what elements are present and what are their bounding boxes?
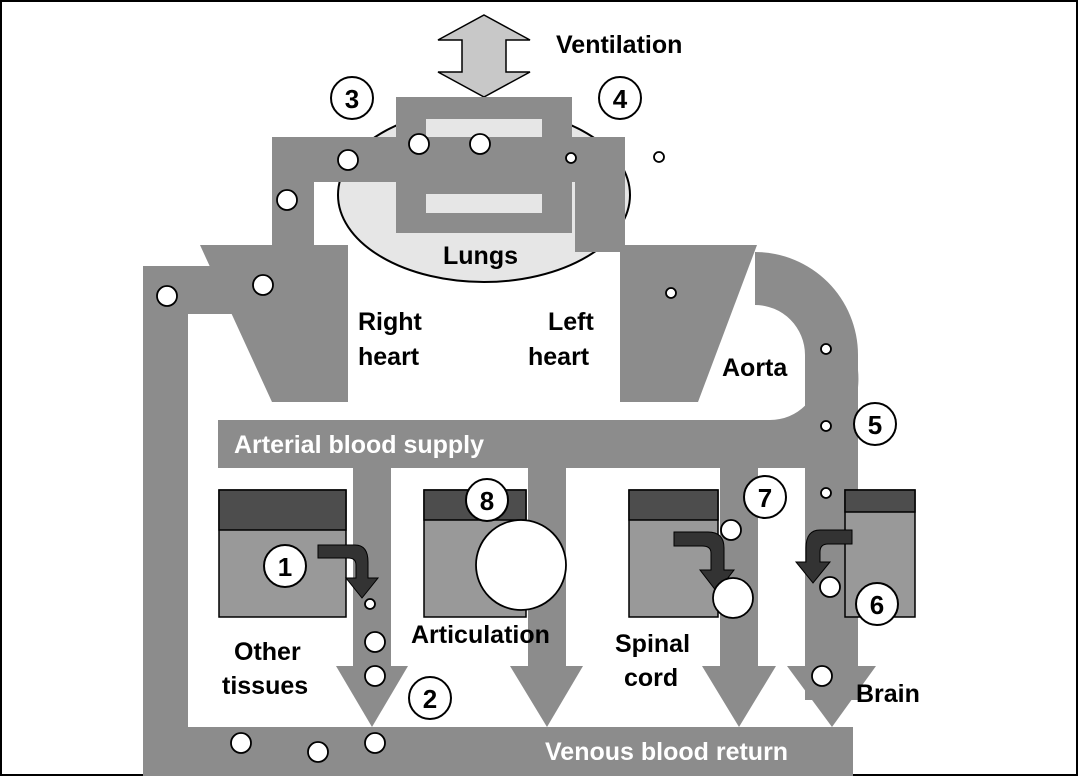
- lung-loop-bottom: [396, 213, 572, 233]
- marker-3: 3: [331, 77, 373, 119]
- label-aorta: Aorta: [722, 354, 788, 382]
- label-articulation: Articulation: [411, 621, 550, 649]
- bubble: [654, 152, 664, 162]
- bubble: [820, 577, 840, 597]
- label-left-heart-2: heart: [528, 343, 590, 371]
- svg-text:3: 3: [345, 84, 359, 114]
- bubble: [476, 520, 566, 610]
- marker-7: 7: [744, 476, 786, 518]
- marker-5: 5: [854, 403, 896, 445]
- bubble: [821, 344, 831, 354]
- double-arrow-icon: [438, 15, 530, 97]
- bubble: [721, 520, 741, 540]
- label-left-heart-1: Left: [548, 308, 595, 336]
- bubble: [470, 134, 490, 154]
- label-right-heart-1: Right: [358, 308, 423, 336]
- label-other-tissues-2: tissues: [222, 672, 308, 700]
- bubble: [365, 666, 385, 686]
- label-ventilation: Ventilation: [556, 31, 682, 59]
- svg-text:4: 4: [613, 84, 628, 114]
- marker-8: 8: [466, 479, 508, 521]
- svg-text:5: 5: [868, 410, 882, 440]
- svg-text:6: 6: [870, 590, 884, 620]
- bubble: [157, 286, 177, 306]
- bubble: [253, 275, 273, 295]
- label-right-heart-2: heart: [358, 343, 420, 371]
- label-spinal-cord-2: cord: [624, 664, 678, 692]
- label-other-tissues-1: Other: [234, 638, 301, 666]
- bubble: [365, 733, 385, 753]
- artery-spinal-head: [702, 666, 776, 727]
- marker-6: 6: [856, 583, 898, 625]
- bubble: [821, 421, 831, 431]
- label-brain: Brain: [856, 680, 920, 708]
- artery-articulation-head: [510, 666, 583, 727]
- marker-4: 4: [599, 77, 641, 119]
- svg-text:7: 7: [758, 483, 772, 513]
- vena-cava-left: [143, 266, 188, 776]
- bubble: [277, 190, 297, 210]
- lung-loop-top: [396, 97, 572, 119]
- lung-loop-mid2: [396, 174, 542, 194]
- bubble: [713, 578, 753, 618]
- marker-1: 1: [264, 545, 306, 587]
- bubble: [812, 666, 832, 686]
- marker-2: 2: [409, 677, 451, 719]
- bubble: [409, 134, 429, 154]
- bubble: [666, 288, 676, 298]
- bubble: [821, 488, 831, 498]
- tissue-spinal-cord: [629, 490, 718, 617]
- bubble: [308, 742, 328, 762]
- label-venous: Venous blood return: [545, 738, 788, 766]
- svg-text:1: 1: [278, 552, 292, 582]
- label-arterial: Arterial blood supply: [234, 431, 484, 459]
- bubble: [566, 153, 576, 163]
- bubble: [231, 733, 251, 753]
- label-lungs: Lungs: [443, 242, 518, 270]
- bubble: [338, 150, 358, 170]
- bubble: [365, 632, 385, 652]
- label-spinal-cord-1: Spinal: [615, 630, 690, 658]
- bubble: [365, 599, 375, 609]
- svg-text:8: 8: [480, 486, 494, 516]
- svg-text:2: 2: [423, 684, 437, 714]
